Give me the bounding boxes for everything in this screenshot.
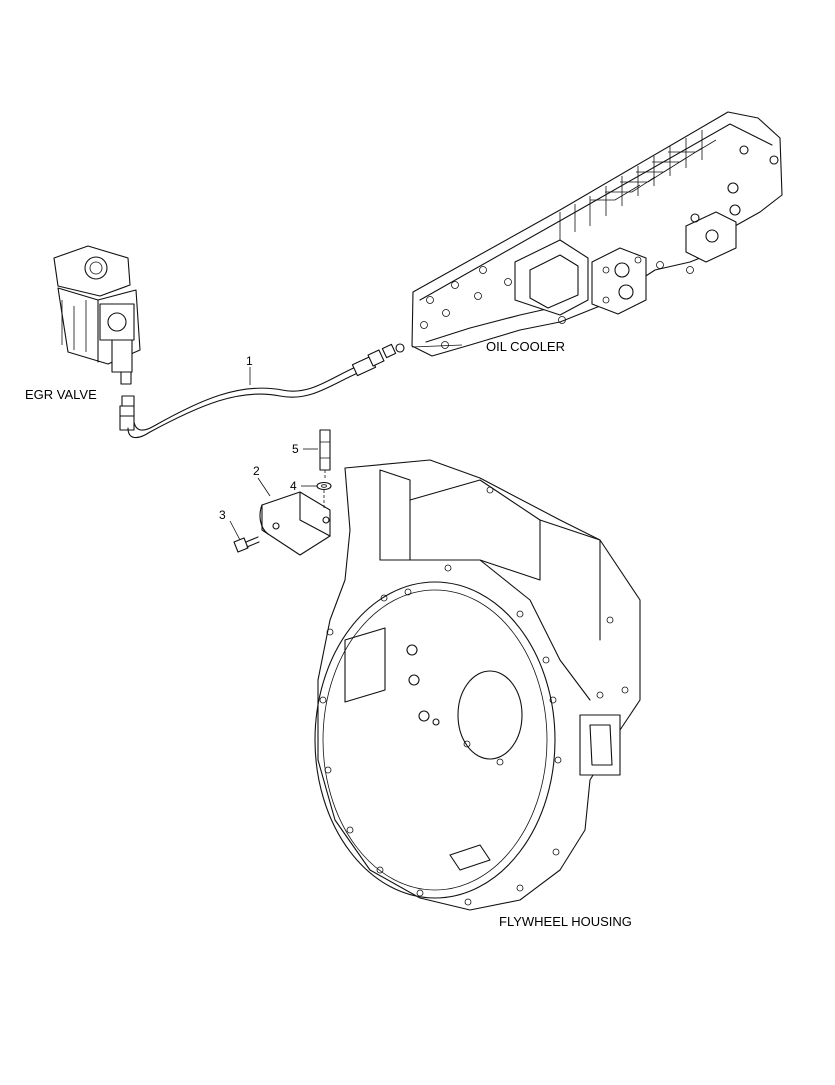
flywheel-housing-label: FLYWHEEL HOUSING <box>499 914 632 929</box>
flywheel-housing-drawing <box>314 459 641 911</box>
washer-part <box>316 481 332 491</box>
oil-cooler-drawing <box>411 111 783 357</box>
tube-assembly <box>127 343 405 439</box>
callout-3: 3 <box>219 508 226 522</box>
callout-5: 5 <box>292 442 299 456</box>
egr-valve-label: EGR VALVE <box>25 387 97 402</box>
bracket-part <box>259 491 331 556</box>
callout-4: 4 <box>290 479 297 493</box>
callout-2: 2 <box>253 464 260 478</box>
egr-valve-drawing <box>53 245 141 431</box>
leader-lines <box>229 344 463 541</box>
bolt-part <box>233 536 260 553</box>
stud-part <box>319 429 331 510</box>
oil-cooler-label: OIL COOLER <box>486 339 565 354</box>
callout-1: 1 <box>246 354 253 368</box>
